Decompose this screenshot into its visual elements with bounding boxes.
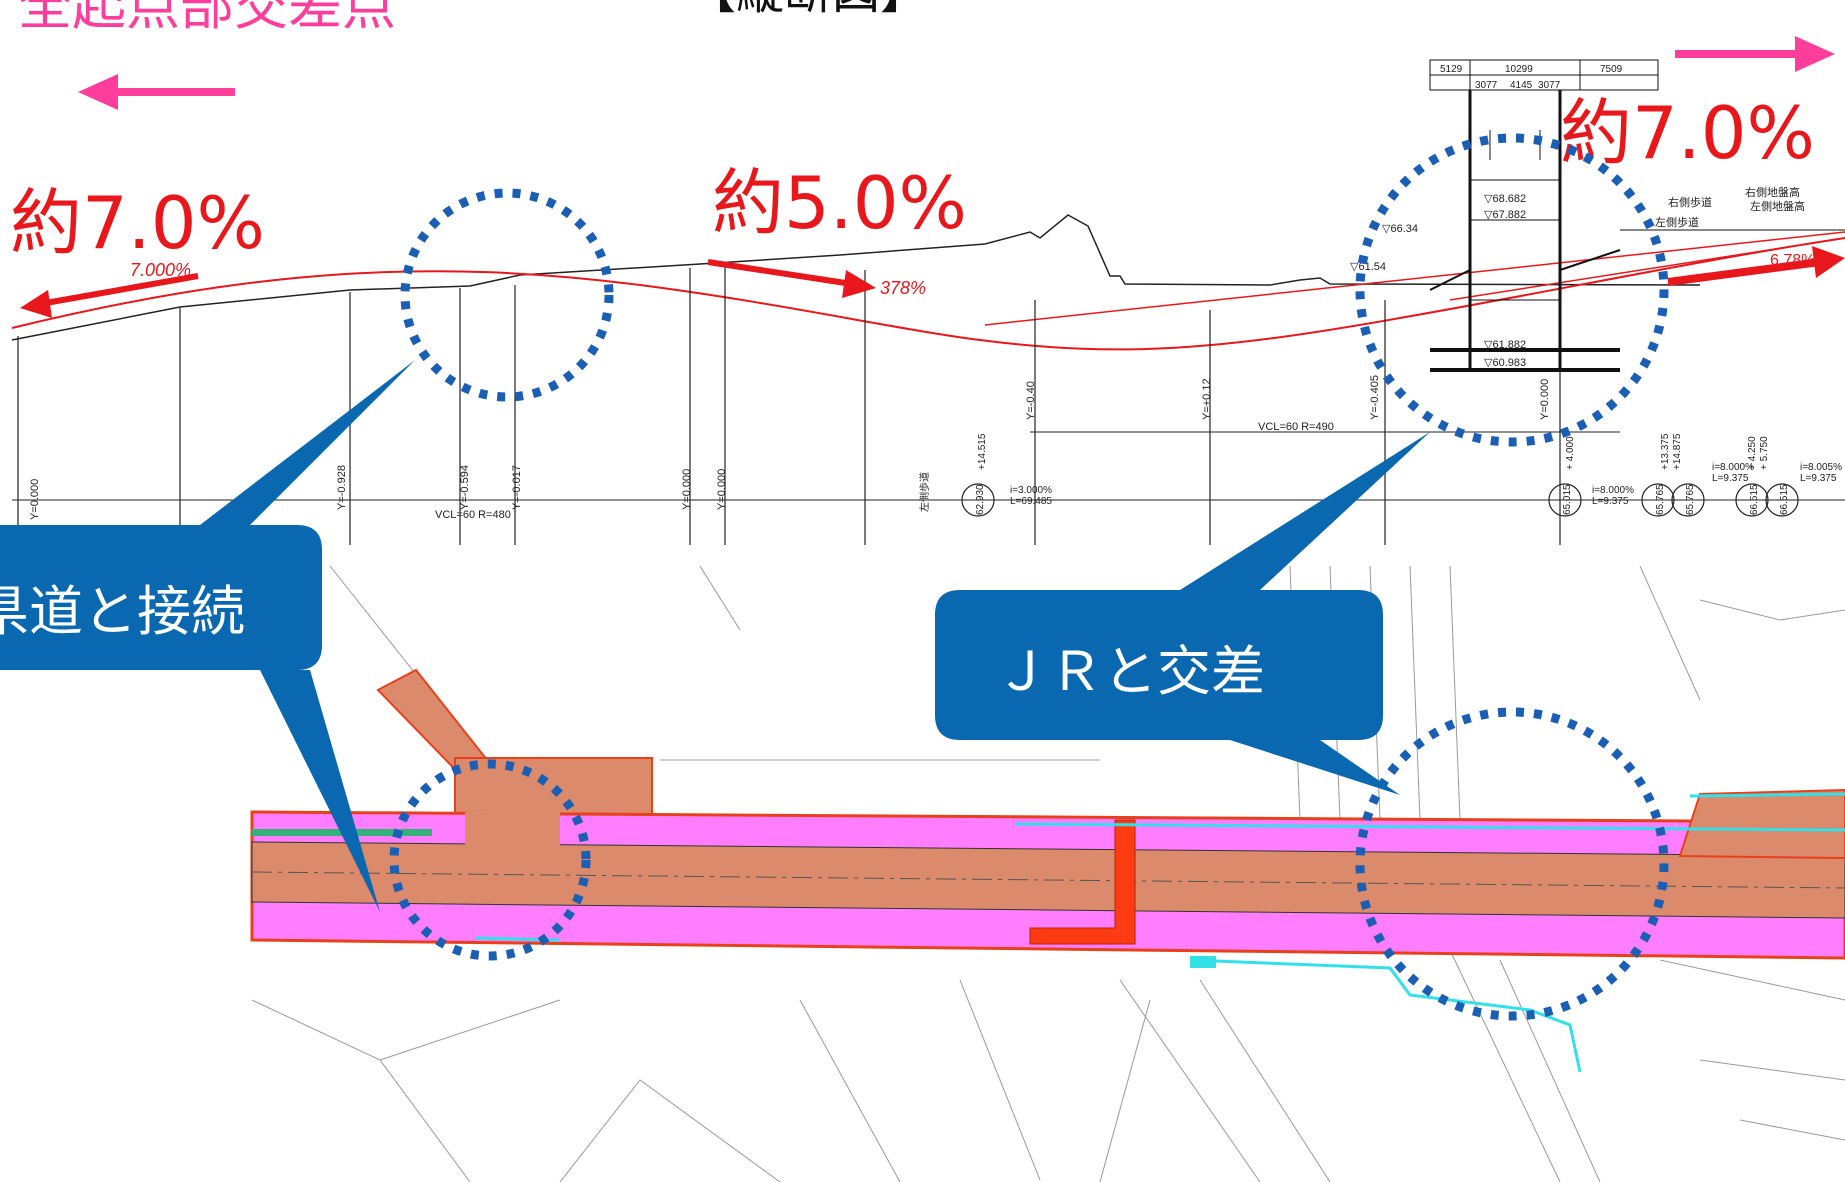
level-label: ▽67.882 xyxy=(1484,209,1526,221)
callout-left: 県道と接続 xyxy=(0,360,415,912)
slope-note: L=9.375 xyxy=(1592,496,1629,507)
level-label: ▽61.882 xyxy=(1484,339,1526,351)
y-label: Y=0.000 xyxy=(1539,379,1551,420)
level-label: ▽60.983 xyxy=(1484,357,1526,369)
walk-label: 左側歩道 xyxy=(918,472,931,512)
y-label: Y=-0.40 xyxy=(1025,381,1037,420)
slope-note: i=8.000% xyxy=(1712,462,1754,473)
grade-left: 約7.0% xyxy=(10,181,265,318)
intersection-pad xyxy=(454,757,653,819)
side-label: 左側歩道 xyxy=(1655,215,1699,229)
station-note: + 5.750 xyxy=(1759,436,1770,470)
center-title: 【縦断図】 xyxy=(688,0,928,20)
level-label: ▽68.682 xyxy=(1484,193,1526,205)
circle-profile-junction xyxy=(400,188,614,402)
level-label: ▽61.54 xyxy=(1350,261,1386,273)
callout-right: ＪＲと交差 xyxy=(935,432,1430,795)
station-note: +14.515 xyxy=(977,433,988,470)
plan-view xyxy=(250,565,1845,1182)
bottom-value: 65.765 xyxy=(1685,484,1696,515)
y-label: Y=0.000 xyxy=(29,479,41,520)
bridge-dim: 4145 xyxy=(1510,80,1533,91)
bridge-dim: 3077 xyxy=(1538,80,1561,91)
station-note: +13.375 xyxy=(1660,433,1671,470)
slope-note: L=9.375 xyxy=(1712,473,1749,484)
vcl-label-2: VCL=60 R=490 xyxy=(1258,421,1334,433)
bridge-dim: 5129 xyxy=(1440,64,1463,75)
side-label: 右側歩道 xyxy=(1668,195,1712,209)
level-label: ▽66.34 xyxy=(1382,223,1418,235)
circle-plan-jr xyxy=(1355,707,1669,1021)
design-grade-line xyxy=(11,237,1845,351)
side-label: 右側地盤高 xyxy=(1745,185,1800,199)
grade-middle: 約5.0% xyxy=(707,161,967,298)
bridge-dim: 7509 xyxy=(1600,64,1623,75)
bridge-dim: 10299 xyxy=(1505,64,1533,75)
y-label: Y=-0.405 xyxy=(1369,375,1381,420)
bottom-value: 65.765 xyxy=(1655,484,1666,515)
header: 全起点部交差点 【縦断図】 xyxy=(18,0,928,37)
grade-right: 約7.0% xyxy=(1560,91,1845,286)
bridge-dim: 3077 xyxy=(1475,80,1498,91)
bottom-value: 65.015 xyxy=(1562,484,1573,515)
callout-left-text: 県道と接続 xyxy=(0,580,245,643)
longitudinal-profile: VCL=60 R=480 VCL=60 R=490 Y=0.000 Y=-0.9… xyxy=(11,59,1845,545)
slope-note: i=8.005% xyxy=(1800,462,1842,473)
slope-note: L=9.375 xyxy=(1800,473,1837,484)
y-label: Y=+0.12 xyxy=(1201,378,1213,420)
side-label: 左側地盤高 xyxy=(1750,199,1805,213)
bottom-value: 66.515 xyxy=(1749,484,1760,515)
grade-7000-label: 7.000% xyxy=(130,260,191,280)
y-label: Y=-0.594 xyxy=(459,465,471,510)
circle-profile-jr xyxy=(1355,133,1669,447)
bottom-value: 66.515 xyxy=(1779,484,1790,515)
grade-378-label: 378% xyxy=(880,278,926,298)
grade-left-label: 約7.0% xyxy=(10,181,265,265)
right-direction-arrow xyxy=(1675,36,1835,72)
y-label: Y=0.000 xyxy=(681,469,693,510)
station-note: + 4.250 xyxy=(1747,436,1758,470)
ground-line xyxy=(11,214,1701,341)
left-title: 全起点部交差点 xyxy=(18,0,396,37)
callout-right-text: ＪＲと交差 xyxy=(995,640,1265,703)
grade-middle-label: 約5.0% xyxy=(712,161,967,245)
slope-note: i=3.000% xyxy=(1010,485,1052,496)
jr-bridge-section xyxy=(1429,59,1845,372)
station-note: + 4.000 xyxy=(1565,436,1576,470)
circle-plan-junction xyxy=(389,759,591,961)
y-label: Y=-0.017 xyxy=(511,465,523,510)
y-label: Y=0.000 xyxy=(716,469,728,510)
slope-note: L=69.485 xyxy=(1010,496,1052,507)
bottom-value: 62.930 xyxy=(975,484,986,515)
station-note: +14.875 xyxy=(1672,433,1683,470)
left-direction-arrow xyxy=(78,74,235,110)
elevation-markers xyxy=(961,483,1799,517)
slope-note: i=8.000% xyxy=(1592,485,1634,496)
grade-right-label: 約7.0% xyxy=(1560,91,1815,175)
vcl-label-1: VCL=60 R=480 xyxy=(435,509,511,521)
highlight-circles xyxy=(389,133,1669,1021)
stair-structure xyxy=(1029,819,1136,945)
sidewalk-edge xyxy=(474,792,1845,1073)
y-label: Y=-0.928 xyxy=(336,465,348,510)
